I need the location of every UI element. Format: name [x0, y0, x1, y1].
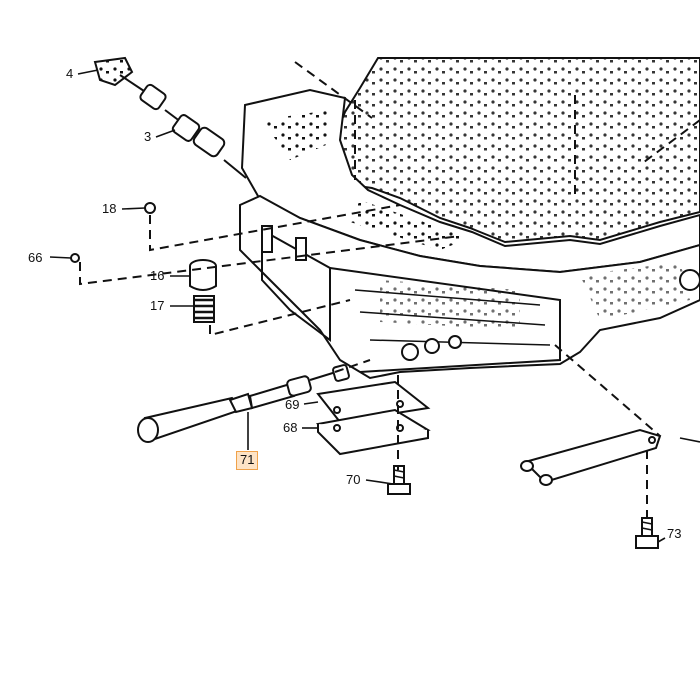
- cap-and-spring-part-16-17: [189, 259, 217, 323]
- callout-label-69: 69: [285, 397, 300, 412]
- assembly-dashed-lines: [79, 61, 700, 518]
- cover-plate-part-68-69: [315, 380, 431, 456]
- callout-label-73: 73: [667, 526, 682, 541]
- callout-label-17: 17: [150, 298, 165, 313]
- bolt-part-70: [387, 465, 411, 495]
- callout-label-16: 16: [150, 268, 165, 283]
- callout-label-18: 18: [102, 201, 117, 216]
- callout-label-70: 70: [346, 472, 361, 487]
- callout-label-66: 66: [28, 250, 43, 265]
- callout-leader-lines: [49, 69, 700, 543]
- callout-label-4: 4: [66, 66, 74, 81]
- separator-plate: [328, 57, 700, 244]
- callout-label-71-highlighted[interactable]: 71: [236, 451, 259, 470]
- long-valve-part-71: [137, 364, 350, 443]
- valve-body-housing: [239, 194, 700, 380]
- callout-label-68: 68: [283, 420, 298, 435]
- manual-lever-arm: [520, 428, 662, 486]
- valve-spool-part-3-4: [93, 56, 247, 179]
- callout-label-3: 3: [144, 129, 152, 144]
- bolt-part-73: [635, 517, 659, 549]
